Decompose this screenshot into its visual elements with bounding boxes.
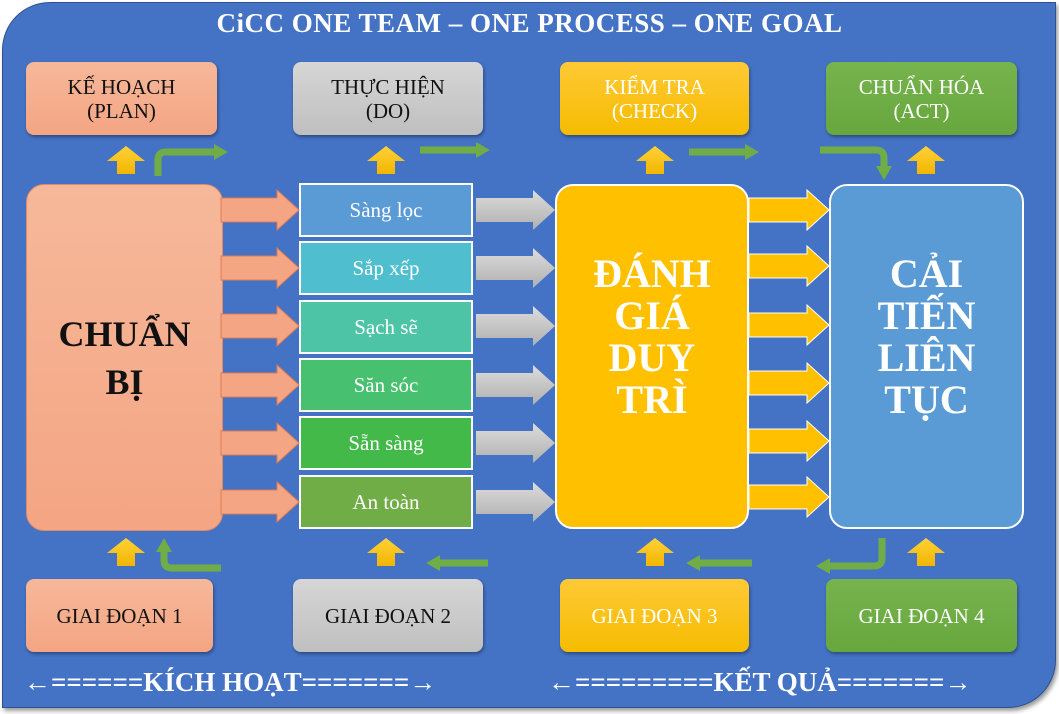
plan-box: KẾ HOẠCH(PLAN) bbox=[26, 62, 217, 135]
gray-arrow-icon bbox=[476, 190, 555, 230]
up-arrow-icon bbox=[367, 146, 405, 174]
step-san-sang: Sẵn sàng bbox=[299, 416, 473, 470]
phase-1-label: GIAI ĐOẠN 1 bbox=[56, 603, 183, 628]
up-arrow-icon bbox=[907, 538, 945, 566]
check-box: KIỂM TRA(CHECK) bbox=[560, 62, 749, 135]
phase-1-box: GIAI ĐOẠN 1 bbox=[26, 579, 213, 652]
step-san-soc: Săn sóc bbox=[299, 358, 473, 412]
green-arrowhead-icon bbox=[745, 144, 759, 160]
evaluate-line4: TRÌ bbox=[616, 376, 688, 422]
phase-2-box: GIAI ĐOẠN 2 bbox=[293, 579, 483, 652]
evaluate-line1: ĐÁNH bbox=[593, 250, 711, 296]
improve-line2: TIẾN bbox=[877, 292, 976, 338]
step-sap-xep: Sắp xếp bbox=[299, 241, 473, 295]
green-arrowhead-icon bbox=[816, 558, 830, 574]
phase-3-box: GIAI ĐOẠN 3 bbox=[560, 579, 749, 652]
check-label: KIỂM TRA bbox=[604, 74, 705, 99]
gray-arrow-icon bbox=[476, 306, 555, 346]
act-sublabel: (ACT) bbox=[893, 98, 950, 123]
green-arrowhead-icon bbox=[156, 538, 172, 552]
do-sublabel: (DO) bbox=[365, 98, 411, 123]
activation-banner: ←======KÍCH HOẠT=======→ bbox=[24, 667, 437, 697]
phase-4-label: GIAI ĐOẠN 4 bbox=[858, 603, 985, 628]
prepare-line2: BỊ bbox=[105, 361, 144, 402]
prepare-block: CHUẨN BỊ bbox=[26, 184, 223, 531]
salmon-arrow-icon bbox=[220, 188, 300, 232]
gray-arrow-icon bbox=[476, 248, 555, 288]
do-box: THỰC HIỆN(DO) bbox=[293, 62, 483, 135]
green-arrowhead-icon bbox=[876, 166, 892, 180]
up-arrow-icon bbox=[107, 146, 145, 174]
plan-sublabel: (PLAN) bbox=[87, 98, 156, 123]
up-arrow-icon bbox=[107, 538, 145, 566]
improve-line1: CẢI bbox=[889, 250, 964, 296]
gray-arrow-icon bbox=[476, 365, 555, 405]
yellow-arrow-icon bbox=[748, 361, 830, 405]
prepare-line1: CHUẨN bbox=[58, 313, 191, 354]
phase-2-label: GIAI ĐOẠN 2 bbox=[325, 603, 451, 628]
yellow-arrow-icon bbox=[748, 188, 830, 232]
phase-4-box: GIAI ĐOẠN 4 bbox=[826, 579, 1017, 652]
yellow-arrow-icon bbox=[748, 475, 830, 519]
gray-arrow-icon bbox=[476, 423, 555, 463]
green-arrowhead-icon bbox=[476, 142, 490, 158]
check-sublabel: (CHECK) bbox=[611, 98, 698, 123]
green-connector-icon bbox=[154, 148, 216, 176]
salmon-arrow-icon bbox=[220, 363, 300, 407]
result-banner: ←=========KẾT QUẢ=======→ bbox=[548, 667, 972, 697]
up-arrow-icon bbox=[907, 146, 945, 174]
improve-line4: TỤC bbox=[884, 376, 969, 422]
gray-arrow-icon bbox=[476, 482, 555, 522]
step-an-toan: An toàn bbox=[299, 475, 473, 529]
act-label: CHUẨN HÓA bbox=[858, 74, 985, 99]
improve-line3: LIÊN bbox=[877, 334, 976, 380]
up-arrow-icon bbox=[636, 538, 674, 566]
green-arrowhead-icon bbox=[214, 144, 228, 160]
salmon-arrow-icon bbox=[220, 480, 300, 524]
yellow-arrow-icon bbox=[748, 303, 830, 347]
up-arrow-icon bbox=[636, 146, 674, 174]
do-label: THỰC HIỆN bbox=[331, 74, 445, 99]
evaluate-line2: GIÁ bbox=[614, 292, 690, 338]
plan-label: KẾ HOẠCH bbox=[67, 74, 176, 99]
yellow-arrow-icon bbox=[748, 419, 830, 463]
evaluate-line3: DUY bbox=[608, 334, 696, 380]
up-arrow-icon bbox=[367, 538, 405, 566]
phase-3-label: GIAI ĐOẠN 3 bbox=[591, 603, 718, 628]
salmon-arrow-icon bbox=[220, 421, 300, 465]
green-arrowhead-icon bbox=[686, 555, 700, 571]
green-connector-icon bbox=[820, 146, 888, 168]
green-connector-icon bbox=[160, 550, 221, 572]
salmon-arrow-icon bbox=[220, 246, 300, 290]
diagram-title: CiCC ONE TEAM – ONE PROCESS – ONE GOAL bbox=[216, 8, 843, 38]
act-box: CHUẨN HÓA(ACT) bbox=[826, 62, 1017, 135]
step-sach-se: Sạch sẽ bbox=[299, 300, 473, 354]
yellow-arrow-icon bbox=[748, 244, 830, 288]
green-connector-icon bbox=[828, 538, 886, 570]
green-arrowhead-icon bbox=[426, 555, 440, 571]
step-sang-loc: Sàng lọc bbox=[299, 183, 473, 237]
salmon-arrow-icon bbox=[220, 304, 300, 348]
